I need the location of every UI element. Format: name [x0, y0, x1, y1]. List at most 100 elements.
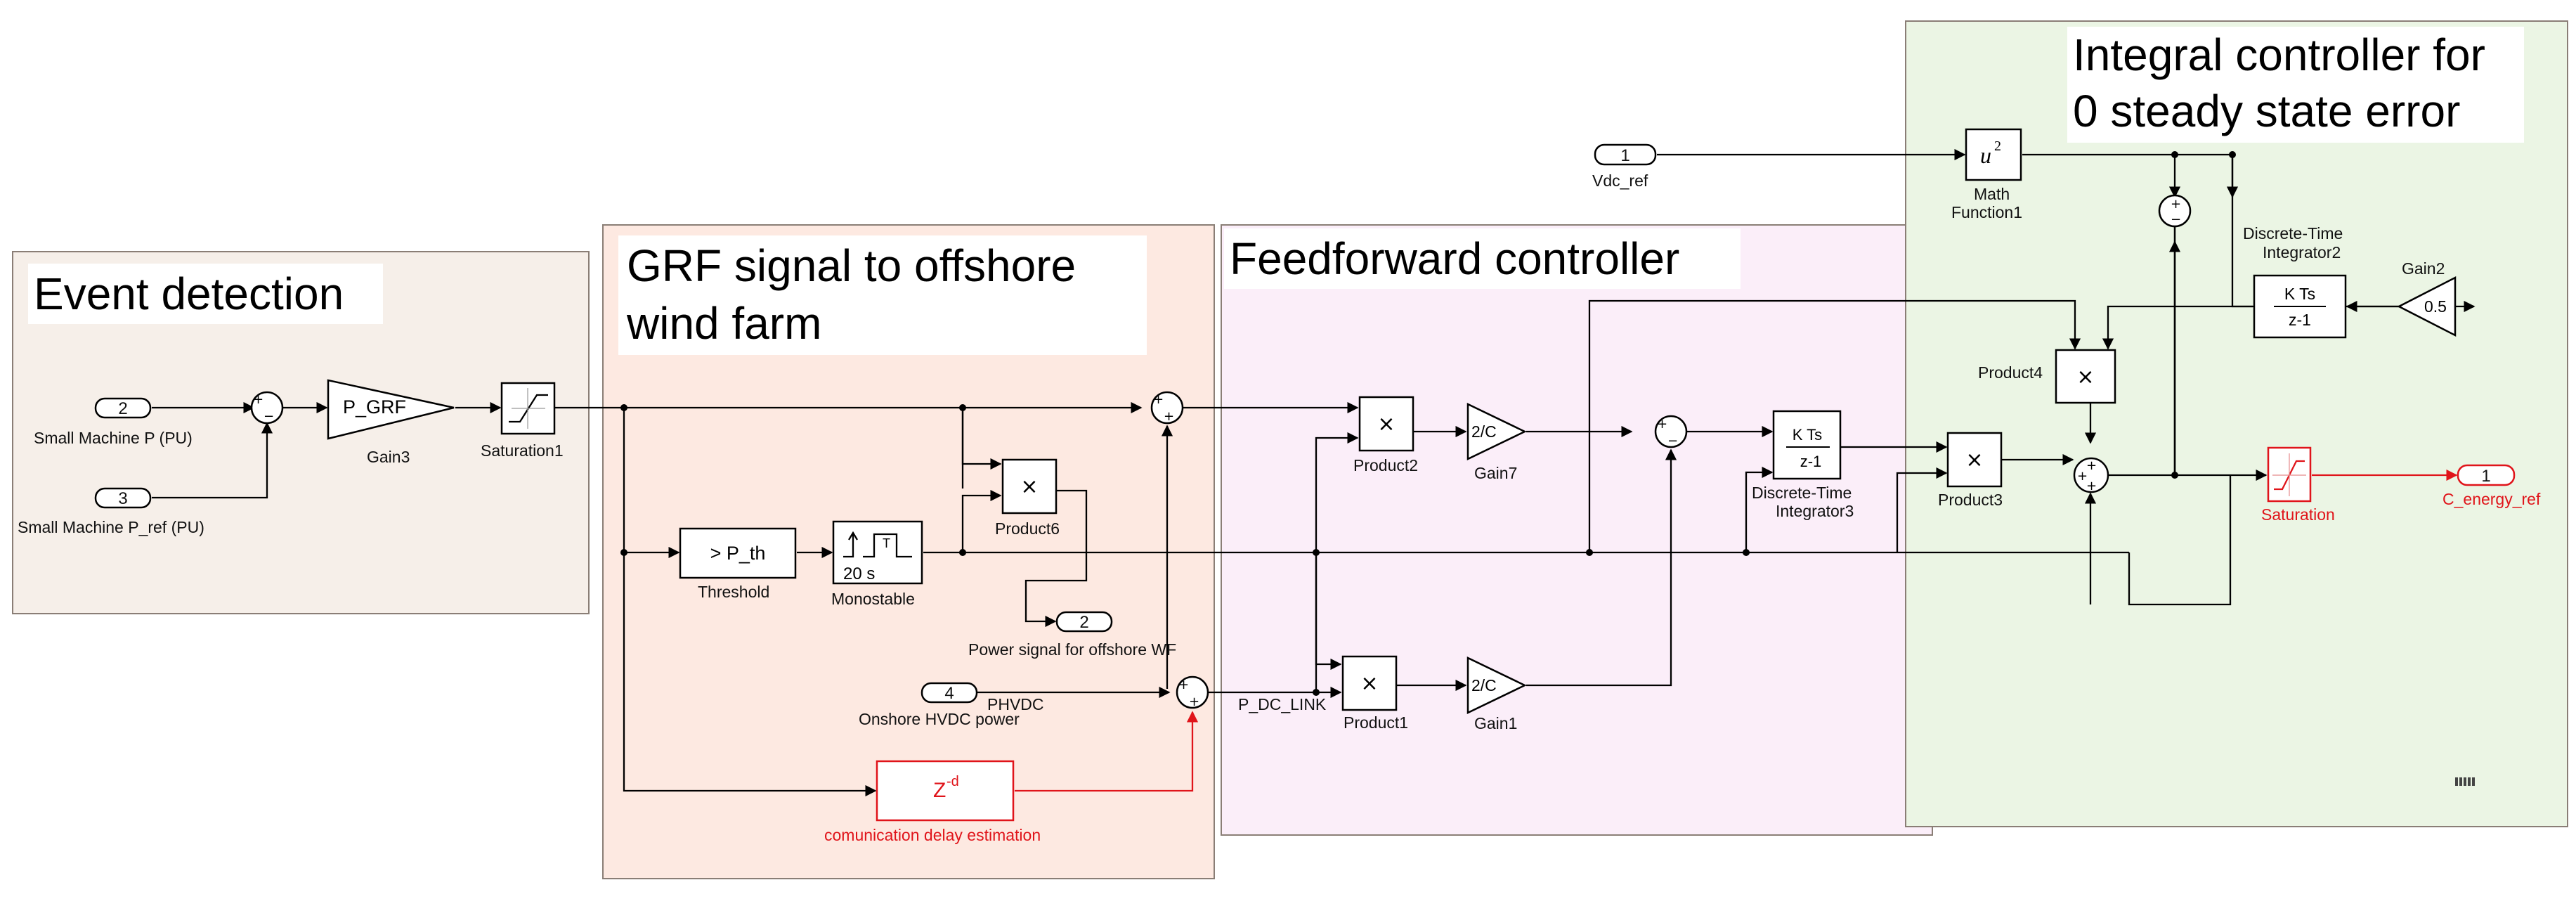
- threshold-label: Threshold: [698, 583, 769, 601]
- feedforward-area: [1221, 224, 1933, 836]
- outport-1[interactable]: 1: [2457, 464, 2516, 486]
- math-function-label-line1: Math: [1974, 185, 2010, 203]
- svg-text:×: ×: [2076, 365, 2094, 389]
- svg-text:+: +: [1164, 409, 1174, 424]
- product6-block[interactable]: ×: [1001, 458, 1058, 515]
- sum-integral-main[interactable]: + + +: [2073, 457, 2109, 493]
- gain7-label: Gain7: [1474, 464, 1517, 482]
- delay-block[interactable]: Z -d: [876, 760, 1015, 822]
- svg-text:P_GRF: P_GRF: [343, 396, 406, 418]
- threshold-block[interactable]: > P_th: [679, 527, 797, 579]
- svg-text:−: −: [2171, 212, 2181, 227]
- inport-4[interactable]: 4: [921, 682, 978, 704]
- feedforward-title: Feedforward controller: [1230, 233, 1679, 284]
- saturation1-label: Saturation1: [481, 441, 564, 460]
- sum-feedforward[interactable]: + −: [1654, 415, 1688, 448]
- dti3-block[interactable]: K Ts z-1: [1772, 410, 1842, 480]
- svg-text:+: +: [2171, 197, 2181, 212]
- product4-label: Product4: [1978, 363, 2043, 382]
- svg-text:2/C: 2/C: [1471, 422, 1497, 441]
- svg-text:3: 3: [118, 489, 127, 508]
- inport-2[interactable]: 2: [94, 397, 152, 419]
- svg-text:+: +: [1178, 678, 1189, 692]
- svg-text:2: 2: [1079, 613, 1088, 632]
- svg-text:K Ts: K Ts: [2284, 285, 2315, 303]
- svg-text:2/C: 2/C: [1471, 676, 1497, 694]
- svg-text:1: 1: [2481, 467, 2490, 486]
- event-detection-title: Event detection: [34, 269, 344, 319]
- product3-block[interactable]: ×: [1946, 432, 2003, 488]
- monostable-block[interactable]: T 20 s: [832, 520, 923, 585]
- product1-block[interactable]: ×: [1341, 655, 1398, 711]
- monostable-label: Monostable: [831, 590, 915, 608]
- outport-1-label: C_energy_ref: [2442, 490, 2541, 508]
- junction-dots: [620, 151, 2236, 696]
- svg-text:2: 2: [118, 399, 127, 418]
- product2-block[interactable]: ×: [1358, 396, 1414, 452]
- sum-integral-top[interactable]: + −: [2158, 194, 2192, 228]
- svg-text:-d: -d: [947, 774, 959, 789]
- grf-title-line2: wind farm: [626, 298, 821, 349]
- svg-text:×: ×: [1965, 448, 1983, 472]
- svg-text:+: +: [2077, 469, 2088, 484]
- gain1-block[interactable]: 2/C: [1466, 657, 1527, 714]
- gain1-label: Gain1: [1474, 714, 1517, 732]
- sum-event[interactable]: + −: [250, 391, 284, 425]
- math-function-label-line2: Function1: [1951, 203, 2022, 221]
- saturation1-block[interactable]: [500, 382, 556, 435]
- svg-text:−: −: [1667, 434, 1678, 448]
- svg-text:1: 1: [1620, 146, 1629, 165]
- svg-text:4: 4: [944, 684, 954, 703]
- svg-text:+: +: [2086, 458, 2097, 473]
- svg-text:u: u: [1980, 143, 1991, 168]
- saturation-block[interactable]: [2267, 446, 2312, 503]
- svg-text:×: ×: [1360, 671, 1378, 696]
- gain3-block[interactable]: P_GRF: [327, 379, 455, 440]
- inport-2-label: Small Machine P (PU): [34, 429, 193, 447]
- signal-lines: [152, 148, 2476, 797]
- product6-label: Product6: [995, 519, 1060, 538]
- svg-text:z-1: z-1: [1800, 453, 1822, 470]
- p-dc-link-signal-label: P_DC_LINK: [1238, 695, 1327, 713]
- svg-text:z-1: z-1: [2289, 311, 2311, 329]
- inport-3[interactable]: 3: [94, 487, 152, 509]
- gain7-block[interactable]: 2/C: [1466, 403, 1527, 460]
- svg-text:20 s: 20 s: [843, 564, 875, 583]
- svg-text:−: −: [264, 409, 274, 424]
- sum-grf-bottom[interactable]: + +: [1176, 675, 1209, 709]
- svg-text:+: +: [1153, 392, 1164, 407]
- dti2-block[interactable]: K Ts z-1: [2253, 274, 2347, 339]
- dti3-label-line1: Discrete-Time: [1752, 484, 1852, 502]
- outport-2-label: Power signal for offshore WF: [968, 640, 1176, 659]
- gain2-label: Gain2: [2402, 259, 2445, 278]
- phvdc-signal-label: PHVDC: [987, 695, 1044, 713]
- math-function-block[interactable]: u 2: [1965, 128, 2022, 181]
- product4-block[interactable]: ×: [2055, 349, 2116, 404]
- gain3-label: Gain3: [367, 448, 410, 466]
- delay-label: comunication delay estimation: [824, 826, 1041, 844]
- red-signal-lines: [1015, 469, 2458, 792]
- outport-2[interactable]: 2: [1055, 611, 1113, 633]
- svg-text:Z: Z: [933, 779, 946, 802]
- inport-1-label: Vdc_ref: [1592, 172, 1648, 190]
- dti2-label-line2: Integrator2: [2263, 243, 2341, 261]
- dti3-label-line2: Integrator3: [1776, 502, 1854, 520]
- integral-title-line2: 0 steady state error: [2073, 86, 2460, 136]
- resize-grip-icon[interactable]: [2455, 777, 2475, 786]
- integral-title-line1: Integral controller for: [2073, 30, 2485, 80]
- grf-title-line1: GRF signal to offshore: [627, 240, 1076, 291]
- svg-text:+: +: [2086, 479, 2097, 493]
- product2-label: Product2: [1353, 456, 1418, 474]
- inport-4-label: Onshore HVDC power: [859, 710, 1020, 728]
- inport-1-vdc-ref[interactable]: 1: [1594, 143, 1657, 166]
- svg-text:+: +: [253, 392, 264, 407]
- sum-grf-top[interactable]: + +: [1150, 391, 1184, 425]
- svg-text:> P_th: > P_th: [710, 543, 766, 564]
- gain2-block[interactable]: 0.5: [2397, 276, 2457, 337]
- product1-label: Product1: [1344, 713, 1408, 732]
- svg-text:0.5: 0.5: [2424, 297, 2447, 316]
- svg-text:T: T: [883, 536, 890, 550]
- product3-label: Product3: [1938, 491, 2003, 509]
- svg-text:×: ×: [1377, 412, 1395, 436]
